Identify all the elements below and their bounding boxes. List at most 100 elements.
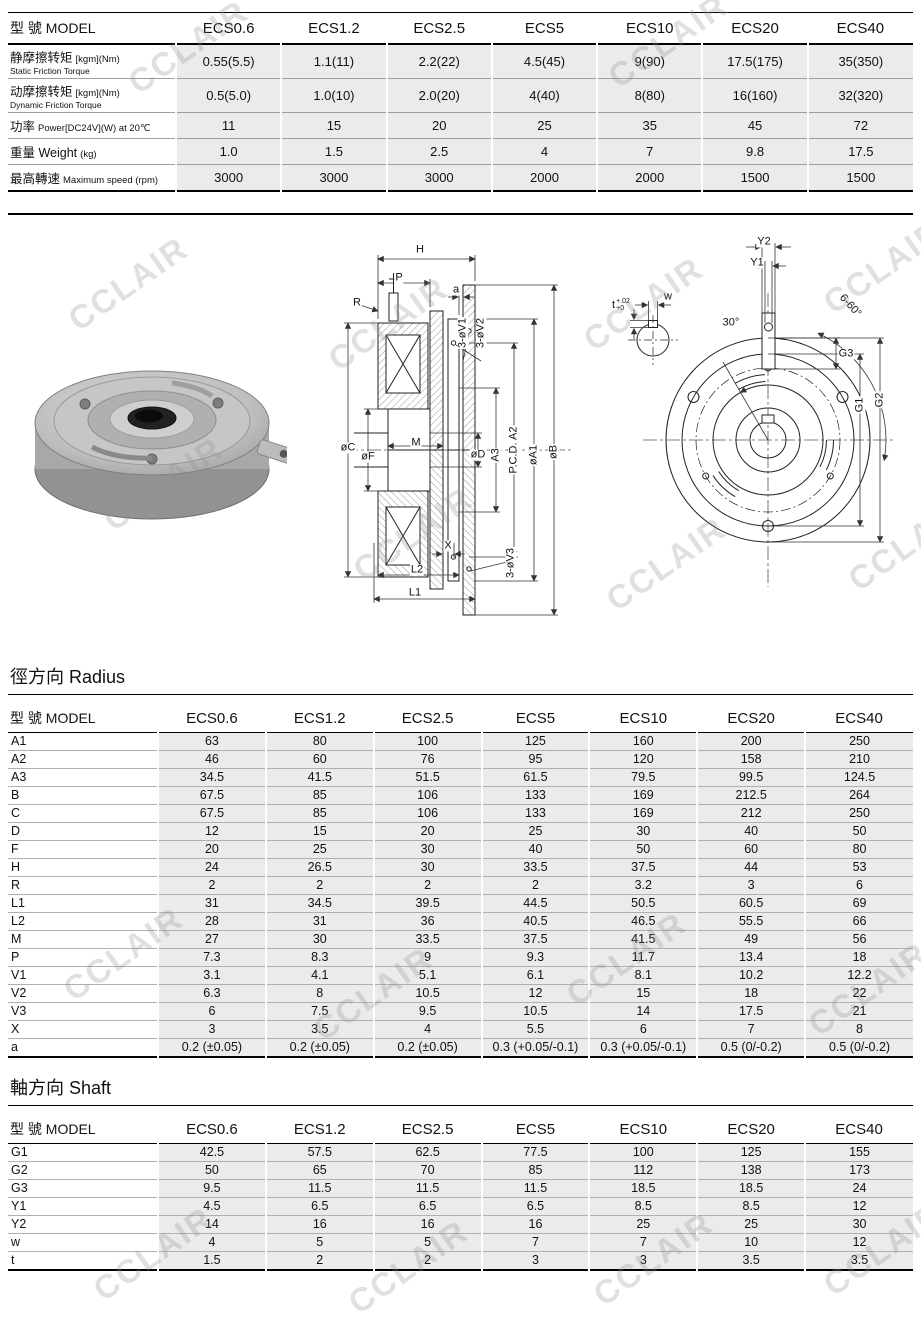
row-label: C [8, 804, 158, 823]
dim-label-x: X [443, 539, 453, 552]
value-cell: 4 [372, 1020, 482, 1039]
value-cell: 12.2 [804, 966, 913, 985]
value-cell: 25 [696, 1215, 806, 1234]
value-cell: 80 [804, 840, 913, 859]
value-cell: 125 [696, 1143, 806, 1162]
value-cell: 112 [588, 1161, 698, 1180]
value-cell: 2 [372, 876, 482, 895]
value-cell: 7 [480, 1233, 590, 1252]
value-cell: 6 [157, 1002, 266, 1021]
value-cell: 0.2 (±0.05) [157, 1038, 266, 1057]
value-cell: 39.5 [372, 894, 482, 913]
value-cell: 11.5 [372, 1179, 482, 1198]
value-cell: 124.5 [804, 768, 913, 787]
value-cell: 76 [372, 750, 482, 769]
value-cell: 0.2 (±0.05) [264, 1038, 374, 1057]
value-cell: 37.5 [588, 858, 698, 877]
value-cell: 8.5 [696, 1197, 806, 1216]
row-label: H [8, 858, 158, 877]
value-cell: 2000 [490, 164, 598, 191]
row-label: w [8, 1233, 158, 1252]
dim-label-l2: L2 [409, 563, 425, 576]
front-view-drawing [628, 243, 893, 587]
value-cell: 106 [372, 804, 482, 823]
value-cell: 18.5 [588, 1179, 698, 1198]
value-cell: 1.5 [157, 1251, 266, 1270]
value-cell: 37.5 [480, 930, 590, 949]
value-cell: 20 [372, 822, 482, 841]
model-col-header: ECS2.5 [413, 19, 466, 37]
value-cell: 25 [490, 112, 598, 139]
model-col-header: ECS40 [835, 1120, 883, 1138]
value-cell: 2000 [596, 164, 703, 191]
value-cell: 16 [480, 1215, 590, 1234]
dim-label-g1: G1 [853, 396, 866, 414]
value-cell: 30 [588, 822, 698, 841]
row-label: F [8, 840, 158, 859]
dim-label-r: R [352, 296, 362, 309]
dim-label-y2: Y2 [756, 235, 772, 248]
value-cell: 15 [588, 984, 698, 1003]
value-cell: 12 [480, 984, 590, 1003]
dim-label-m: M [410, 436, 422, 449]
value-cell: 26.5 [264, 858, 374, 877]
value-cell: 25 [264, 840, 374, 859]
value-cell: 200 [696, 732, 806, 751]
value-cell: 44 [696, 858, 806, 877]
value-cell: 42.5 [157, 1143, 266, 1162]
value-cell: 133 [480, 804, 590, 823]
value-cell: 4(40) [490, 78, 598, 113]
value-cell: 7.3 [157, 948, 266, 967]
value-cell: 212.5 [696, 786, 806, 805]
value-cell: 60 [264, 750, 374, 769]
value-cell: 34.5 [157, 768, 266, 787]
value-cell: 30 [264, 930, 374, 949]
value-cell: 50 [804, 822, 913, 841]
value-cell: 44.5 [480, 894, 590, 913]
value-cell: 4.5(45) [490, 44, 598, 79]
dim-label-of: øF [360, 450, 376, 463]
value-cell: 79.5 [588, 768, 698, 787]
dim-label-p: P [394, 271, 404, 284]
value-cell: 9 [372, 948, 482, 967]
row-label: A2 [8, 750, 158, 769]
model-col-header: ECS0.6 [186, 1120, 238, 1138]
value-cell: 1.5 [280, 138, 387, 165]
value-cell: 25 [480, 822, 590, 841]
value-cell: 46 [157, 750, 266, 769]
value-cell: 62.5 [372, 1143, 482, 1162]
value-cell: 3.2 [588, 876, 698, 895]
value-cell: 1500 [701, 164, 808, 191]
section-divider [8, 213, 913, 215]
dim-label-t: t +.02 +0 [611, 298, 631, 312]
value-cell: 7 [596, 138, 703, 165]
value-cell: 85 [264, 804, 374, 823]
dim-label-ob: øB [547, 443, 560, 461]
value-cell: 3000 [385, 164, 492, 191]
value-cell: 32(320) [806, 78, 913, 113]
model-col-header: ECS20 [727, 1120, 775, 1138]
value-cell: 3.5 [804, 1251, 913, 1270]
row-label: Y1 [8, 1197, 158, 1216]
value-cell: 2.2(22) [385, 44, 492, 79]
value-cell: 9.3 [480, 948, 590, 967]
value-cell: 45 [701, 112, 808, 139]
value-cell: 31 [157, 894, 266, 913]
value-cell: 10.5 [480, 1002, 590, 1021]
value-cell: 6.5 [372, 1197, 482, 1216]
value-cell: 264 [804, 786, 913, 805]
value-cell: 18 [696, 984, 806, 1003]
